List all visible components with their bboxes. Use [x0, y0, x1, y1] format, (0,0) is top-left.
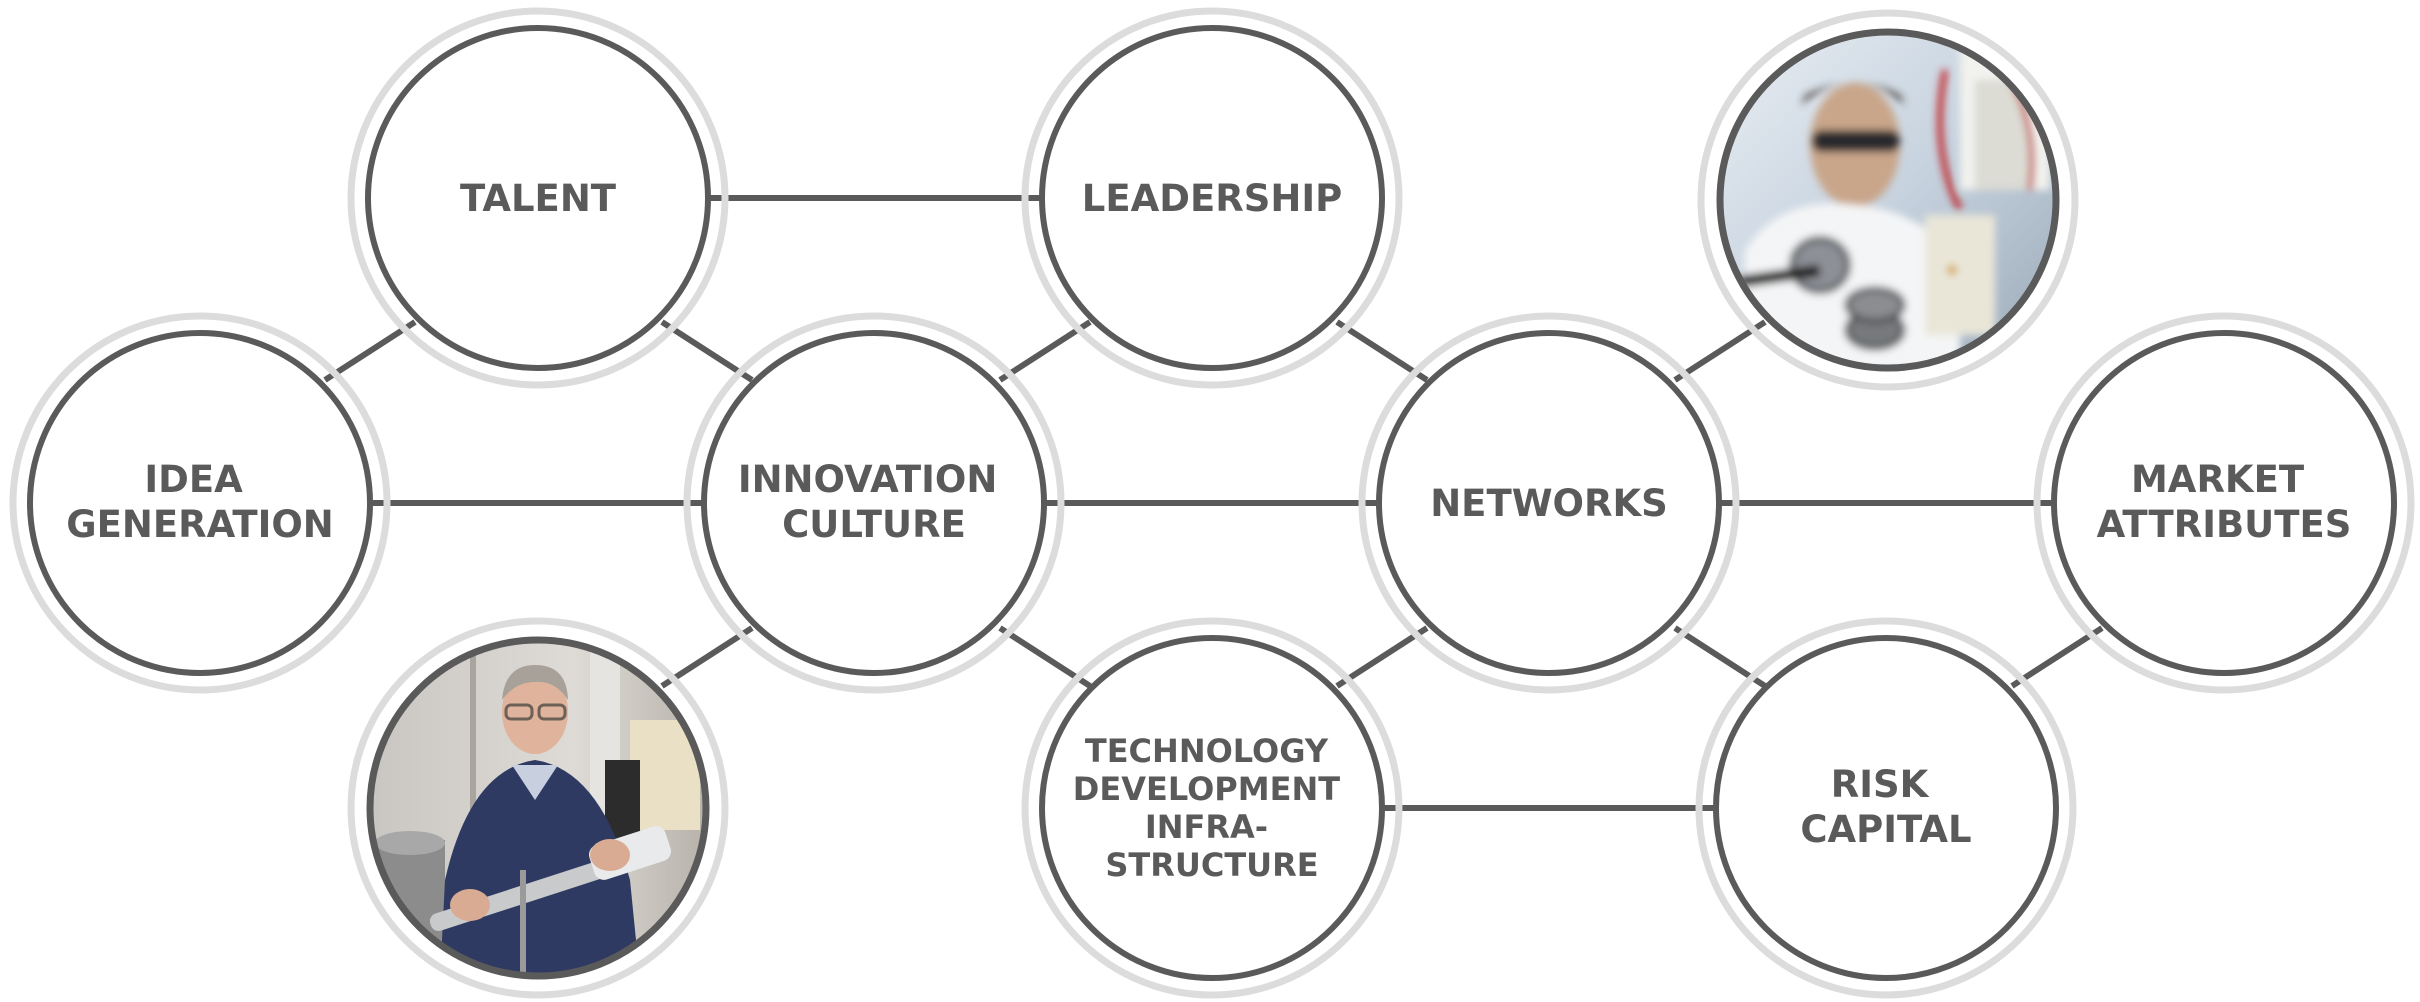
connector-researcher-photo-innovation [660, 625, 754, 689]
photo-node-lab-scientist [1697, 9, 2079, 391]
connector-leadership-networks [1335, 319, 1429, 383]
node-label-market-attributes: MARKET ATTRIBUTES [2097, 458, 2352, 546]
connector-idea-talent [323, 319, 417, 383]
node-label-talent: TALENT [460, 177, 617, 220]
connector-talent-innovation [660, 319, 754, 383]
connector-networks-lab-photo [1673, 319, 1767, 383]
node-label-risk-capital: RISK CAPITAL [1800, 763, 1971, 851]
node-technology-development-infrastructure: TECHNOLOGY DEVELOPMENT INFRA- STRUCTURE [1021, 617, 1403, 999]
node-talent: TALENT [347, 7, 729, 389]
photo-node-researcher [347, 617, 729, 999]
connector-innovation-leadership [998, 319, 1092, 383]
node-risk-capital: RISK CAPITAL [1695, 617, 2077, 999]
node-market-attributes: MARKET ATTRIBUTES [2033, 312, 2415, 694]
node-idea-generation: IDEA GENERATION [9, 312, 391, 694]
node-leadership: LEADERSHIP [1021, 7, 1403, 389]
node-label-technology-development-infrastructure: TECHNOLOGY DEVELOPMENT INFRA- STRUCTURE [1073, 732, 1351, 884]
node-innovation-culture: INNOVATION CULTURE [683, 312, 1065, 694]
lab-scientist-photo [1721, 33, 2055, 367]
connector-technology-networks [1335, 625, 1429, 689]
node-label-idea-generation: IDEA GENERATION [66, 458, 334, 546]
node-networks: NETWORKS [1358, 312, 1740, 694]
node-label-leadership: LEADERSHIP [1082, 177, 1342, 220]
node-label-networks: NETWORKS [1430, 482, 1668, 525]
node-label-innovation-culture: INNOVATION CULTURE [738, 458, 1010, 546]
connector-risk-market [2010, 625, 2104, 689]
